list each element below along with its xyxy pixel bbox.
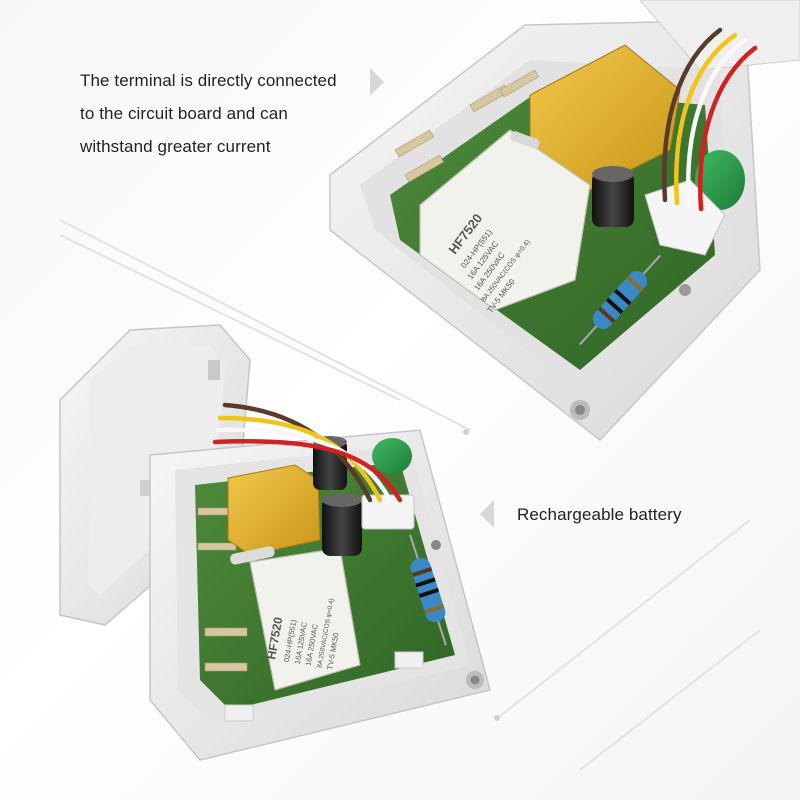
relay <box>419 129 591 311</box>
terminal-pins <box>394 69 540 183</box>
rechargeable-battery <box>695 150 745 210</box>
resistor <box>579 254 661 346</box>
caption-arrow-icon <box>480 500 494 528</box>
electrolytic-capacitor <box>322 498 362 556</box>
terminal-caption: The terminal is directly connected to th… <box>80 64 380 163</box>
caption-line: The terminal is directly connected <box>80 71 337 90</box>
yellow-capacitor <box>227 464 321 556</box>
battery-caption: Rechargeable battery <box>517 498 777 531</box>
bottom-thermostat-housing: HF7520 024-HP(551) 16A 125VAC 16A 250VAC… <box>59 324 491 761</box>
electrolytic-capacitor <box>592 172 634 227</box>
decorative-dot <box>494 715 500 721</box>
caption-line: to the circuit board and can <box>80 104 288 123</box>
wire-bundle <box>662 27 758 212</box>
decorative-lines <box>59 219 761 771</box>
terminal-pins <box>197 507 248 672</box>
relay <box>249 547 361 691</box>
decorative-dot <box>463 429 469 435</box>
wire-bundle <box>212 402 403 503</box>
resistor <box>409 534 447 646</box>
caption-line: withstand greater current <box>80 137 271 156</box>
caption-line: Rechargeable battery <box>517 505 682 524</box>
rechargeable-battery <box>372 438 412 474</box>
top-thermostat-housing: HF7520 024-HP(551) 16A 125VAC 16A 250VAC… <box>329 0 800 442</box>
caption-arrow-icon <box>370 68 384 96</box>
